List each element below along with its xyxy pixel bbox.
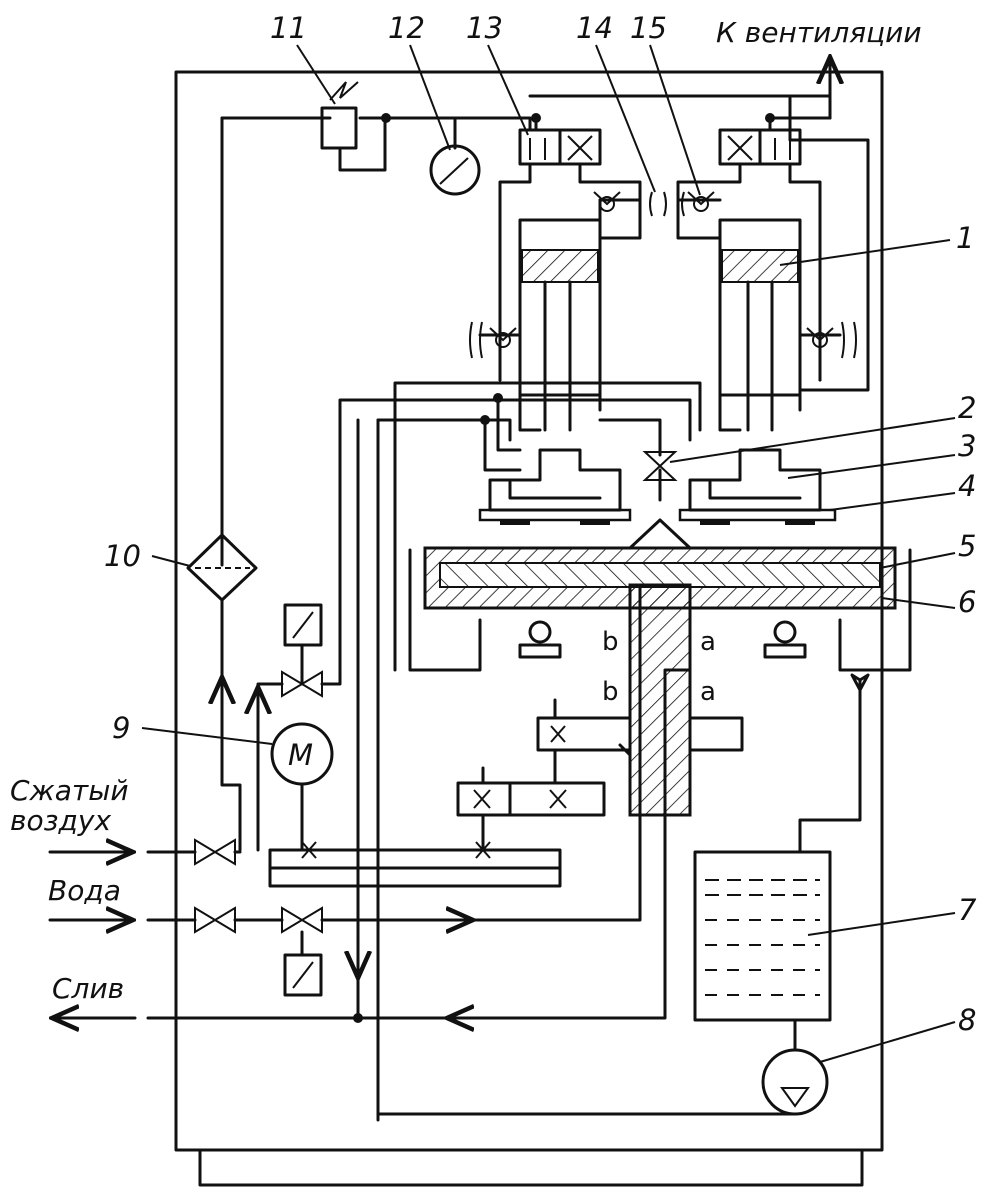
callout-4: 4 (958, 469, 976, 503)
motor-symbol: M (288, 738, 313, 772)
pressure-regulator (320, 81, 387, 172)
solenoid-valve-bottom (281, 906, 323, 997)
motor: M (270, 722, 334, 852)
ventilation-label: К вентиляции (716, 16, 922, 49)
callout-5: 5 (958, 529, 976, 563)
machine-frame (174, 70, 884, 1187)
callout-7: 7 (958, 893, 977, 927)
section-label-a-1: a (700, 627, 716, 657)
callout-9: 9 (112, 711, 130, 745)
section-label-b-2: b (602, 677, 619, 707)
callout-10: 10 (104, 539, 141, 573)
drain-line (55, 418, 692, 1023)
section-label-b-1: b (602, 627, 619, 657)
inlet-valves (48, 583, 642, 932)
callout-1: 1 (956, 221, 974, 255)
callout-11: 11 (270, 11, 307, 45)
section-label-a-2: a (700, 677, 716, 707)
water-label: Вода (48, 874, 121, 907)
throttle-check-right (798, 321, 857, 359)
bypass-valve (642, 451, 678, 481)
air-filter (186, 533, 258, 852)
callout-3: 3 (958, 429, 976, 463)
callout-12: 12 (388, 11, 425, 45)
directional-valve-right (676, 128, 822, 382)
captions: К вентиляции Сжатый воздух Вода Слив (10, 16, 922, 1005)
spindle: b b a a (602, 583, 716, 817)
gear-train (268, 698, 744, 888)
throttle-check-top (593, 191, 722, 240)
compressed-air-label-line1: Сжатый (10, 774, 129, 807)
callout-6: 6 (958, 585, 976, 619)
cylinder-rods (518, 393, 802, 432)
callout-2: 2 (958, 391, 976, 425)
center-cone (628, 518, 692, 550)
solenoid-valve-top (258, 603, 342, 852)
polishing-head-right (678, 448, 837, 525)
callout-13: 13 (466, 11, 503, 45)
cylinder-right (718, 218, 802, 432)
polishing-head-left (478, 448, 632, 525)
callout-15: 15 (630, 11, 667, 45)
callout-8: 8 (958, 1003, 976, 1037)
leader-lines (141, 44, 956, 1063)
compressed-air-label-line2: воздух (10, 804, 111, 837)
cylinder-left (498, 218, 822, 432)
rotary-table (408, 546, 912, 672)
coolant-tank (693, 673, 870, 1022)
bearings (518, 620, 807, 659)
callout-numbers: 11 12 13 14 15 1 2 3 4 5 6 7 8 9 10 (104, 11, 977, 1037)
throttle-check-left (469, 321, 522, 359)
pressure-gauge (429, 116, 481, 196)
coolant-pump (376, 1018, 829, 1116)
directional-valve-left (498, 128, 642, 382)
drain-label: Слив (52, 972, 124, 1005)
callout-14: 14 (576, 11, 613, 45)
air-manifold (220, 60, 870, 567)
